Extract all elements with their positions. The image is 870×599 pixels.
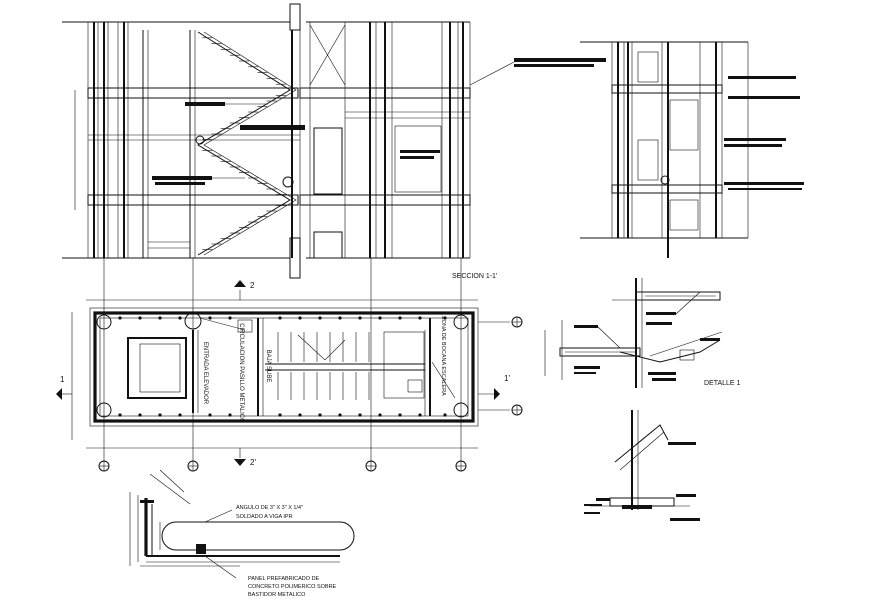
panel-note-line-1: PANEL PREFABRICADO DE (248, 576, 320, 582)
room-label-stair-zone: ZONA DE BOCANA ESCALERA (440, 316, 446, 396)
room-label-elevator-entrance: ENTRADA ELEVADOR (202, 342, 208, 405)
axis-left-label: 1 (60, 375, 65, 384)
detail-1-title: DETALLE 1 (704, 380, 741, 387)
room-label-stair-direction: BAJA SUBE (265, 350, 271, 383)
section-cut-top-label: 2 (250, 281, 255, 290)
room-label-corridor: CIRCULACION PASILLO METALICO (238, 323, 244, 423)
partial-section-right (469, 41, 804, 258)
panel-note-line-2: CONCRETO POLIMERICO SOBRE (248, 584, 337, 590)
panel-note-line-3: BASTIDOR METALICO (248, 592, 306, 598)
angle-note-line-2: SOLDADO A VIGA IPR (236, 514, 293, 520)
section-cut-bottom-label: 2' (250, 458, 256, 467)
angle-note-line-1: ANGULO DE 3" X 3" X 1/4" (236, 505, 303, 511)
floor-plan: ENTRADA ELEVADOR CIRCULACION PASILLO MET… (56, 258, 523, 472)
section-title: SECCION 1-1' (452, 273, 497, 280)
detail-bottom: ANGULO DE 3" X 3" X 1/4" SOLDADO A VIGA … (129, 469, 355, 598)
detail-lower-right (584, 410, 700, 521)
axis-right-label: 1' (504, 374, 510, 383)
section-elevation: SECCION 1-1' (62, 3, 497, 280)
detail-1: DETALLE 1 (544, 278, 741, 388)
